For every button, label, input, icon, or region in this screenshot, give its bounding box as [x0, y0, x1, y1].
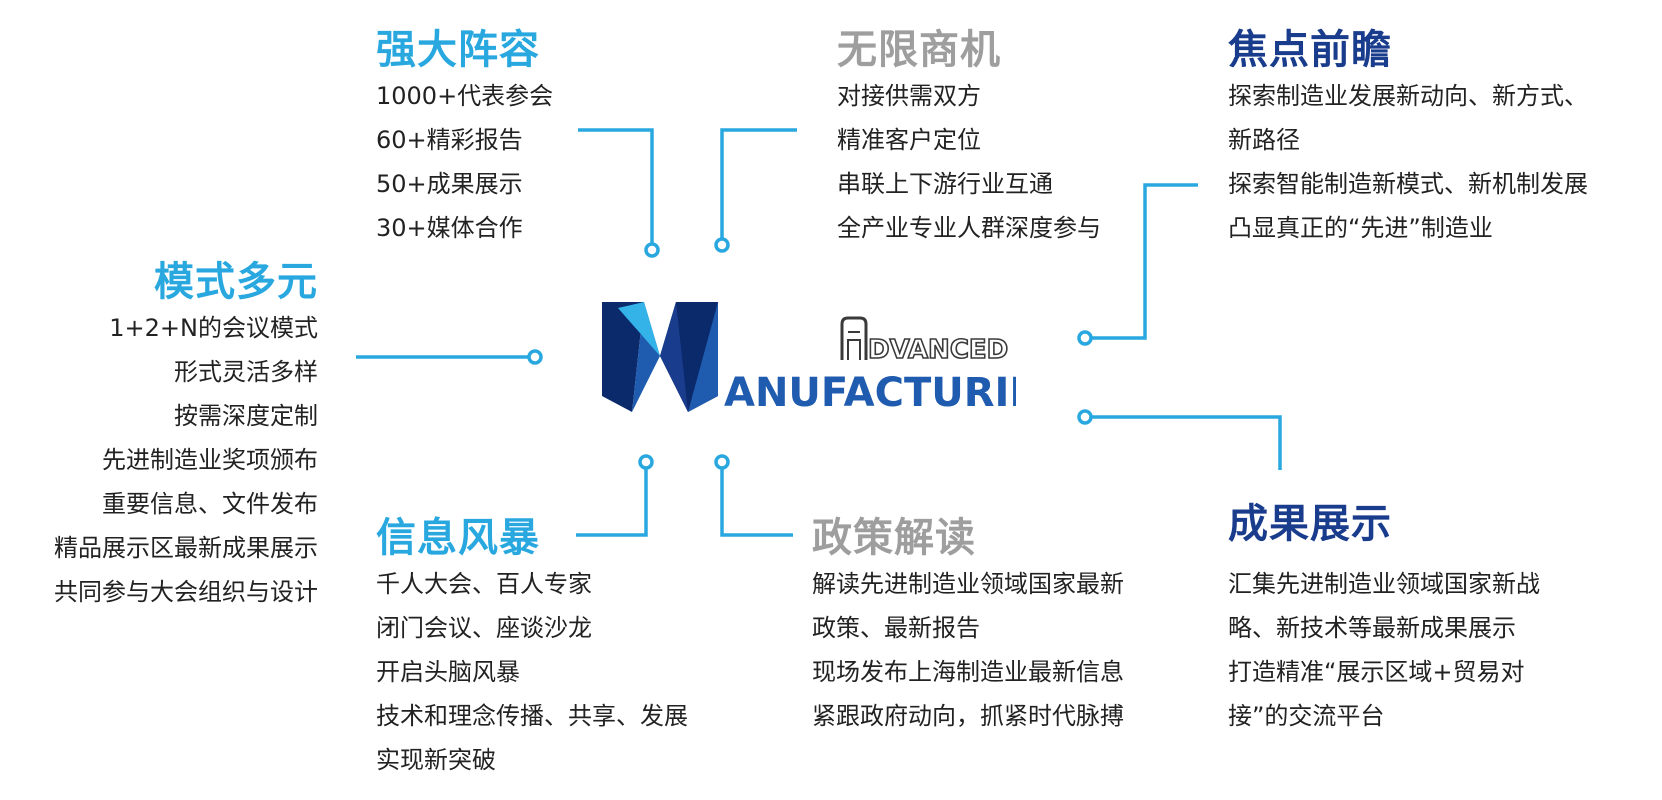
- letter-a-outline-icon: [840, 316, 868, 360]
- list-item: 千人大会、百人专家: [376, 570, 592, 598]
- list-item: 紧跟政府动向，抓紧时代脉搏: [812, 702, 1124, 730]
- section-lines-lineup: 1000+代表参会 60+精彩报告 50+成果展示 30+媒体合作: [376, 74, 553, 250]
- list-item: 按需深度定制: [174, 402, 318, 430]
- connector-dot-storm: [638, 454, 654, 470]
- list-item: 精品展示区最新成果展示: [54, 534, 318, 562]
- list-item: 探索制造业发展新动向、新方式、: [1228, 82, 1588, 110]
- section-lines-modes: 1+2+N的会议模式 形式灵活多样 按需深度定制 先进制造业奖项颁布 重要信息、…: [54, 306, 318, 614]
- section-lines-focus: 探索制造业发展新动向、新方式、 新路径 探索智能制造新模式、新机制发展 凸显真正…: [1228, 74, 1588, 250]
- list-item: 探索智能制造新模式、新机制发展: [1228, 170, 1588, 198]
- list-item: 开启头脑风暴: [376, 658, 520, 686]
- list-item: 全产业专业人群深度参与: [837, 214, 1101, 242]
- connector-dot-modes: [527, 349, 543, 365]
- section-opportunity: 无限商机 对接供需双方 精准客户定位 串联上下游行业互通 全产业专业人群深度参与: [837, 26, 1101, 250]
- list-item: 政策、最新报告: [812, 614, 980, 642]
- section-lineup: 强大阵容 1000+代表参会 60+精彩报告 50+成果展示 30+媒体合作: [376, 26, 553, 250]
- section-lines-opportunity: 对接供需双方 精准客户定位 串联上下游行业互通 全产业专业人群深度参与: [837, 74, 1101, 250]
- list-item: 汇集先进制造业领域国家新战: [1228, 570, 1540, 598]
- list-item: 技术和理念传播、共享、发展: [376, 702, 688, 730]
- section-title-lineup: 强大阵容: [376, 27, 540, 73]
- list-item: 形式灵活多样: [174, 358, 318, 386]
- section-lines-results: 汇集先进制造业领域国家新战 略、新技术等最新成果展示 打造精准“展示区域+贸易对…: [1228, 562, 1540, 738]
- section-lines-storm: 千人大会、百人专家 闭门会议、座谈沙龙 开启头脑风暴 技术和理念传播、共享、发展…: [376, 562, 688, 782]
- connector-results: [1085, 415, 1282, 470]
- logo-word-manufacturing: ANUFACTURING: [724, 370, 1016, 416]
- section-title-results: 成果展示: [1228, 501, 1392, 547]
- section-title-opportunity: 无限商机: [837, 27, 1001, 73]
- list-item: 实现新突破: [376, 746, 496, 774]
- connector-dot-policy: [714, 454, 730, 470]
- connector-policy: [720, 462, 793, 537]
- connector-dot-opportunity: [714, 237, 730, 253]
- connector-storm: [576, 462, 648, 537]
- list-item: 30+媒体合作: [376, 214, 523, 242]
- logo-word-advanced: DVANCED: [868, 335, 1008, 365]
- list-item: 共同参与大会组织与设计: [54, 578, 318, 606]
- list-item: 重要信息、文件发布: [102, 490, 318, 518]
- section-title-modes: 模式多元: [154, 259, 318, 305]
- connector-dot-lineup: [644, 242, 660, 258]
- section-title-policy: 政策解读: [812, 515, 976, 561]
- section-title-focus: 焦点前瞻: [1228, 27, 1392, 73]
- section-policy: 政策解读 解读先进制造业领域国家最新 政策、最新报告 现场发布上海制造业最新信息…: [812, 514, 1124, 738]
- section-results: 成果展示 汇集先进制造业领域国家新战 略、新技术等最新成果展示 打造精准“展示区…: [1228, 500, 1540, 738]
- list-item: 串联上下游行业互通: [837, 170, 1053, 198]
- section-lines-policy: 解读先进制造业领域国家最新 政策、最新报告 现场发布上海制造业最新信息 紧跟政府…: [812, 562, 1124, 738]
- connector-dot-focus: [1077, 330, 1093, 346]
- list-item: 1+2+N的会议模式: [109, 314, 318, 342]
- connector-lineup: [578, 128, 654, 250]
- list-item: 先进制造业奖项颁布: [102, 446, 318, 474]
- list-item: 略、新技术等最新成果展示: [1228, 614, 1516, 642]
- connector-focus: [1085, 183, 1198, 340]
- list-item: 50+成果展示: [376, 170, 523, 198]
- section-title-storm: 信息风暴: [376, 515, 540, 561]
- list-item: 解读先进制造业领域国家最新: [812, 570, 1124, 598]
- section-storm: 信息风暴 千人大会、百人专家 闭门会议、座谈沙龙 开启头脑风暴 技术和理念传播、…: [376, 514, 688, 782]
- connector-opportunity: [720, 128, 797, 245]
- list-item: 现场发布上海制造业最新信息: [812, 658, 1124, 686]
- list-item: 新路径: [1228, 126, 1300, 154]
- list-item: 接”的交流平台: [1228, 702, 1385, 730]
- connector-dot-results: [1077, 409, 1093, 425]
- list-item: 凸显真正的“先进”制造业: [1228, 214, 1493, 242]
- list-item: 1000+代表参会: [376, 82, 554, 110]
- m-emblem-icon: [602, 302, 718, 412]
- list-item: 精准客户定位: [837, 126, 981, 154]
- list-item: 打造精准“展示区域+贸易对: [1228, 658, 1525, 686]
- section-modes: 模式多元 1+2+N的会议模式 形式灵活多样 按需深度定制 先进制造业奖项颁布 …: [54, 258, 318, 614]
- list-item: 60+精彩报告: [376, 126, 523, 154]
- list-item: 对接供需双方: [837, 82, 981, 110]
- advanced-manufacturing-logo: DVANCED ANUFACTURING: [602, 302, 1016, 416]
- list-item: 闭门会议、座谈沙龙: [376, 614, 592, 642]
- section-focus: 焦点前瞻 探索制造业发展新动向、新方式、 新路径 探索智能制造新模式、新机制发展…: [1228, 26, 1588, 250]
